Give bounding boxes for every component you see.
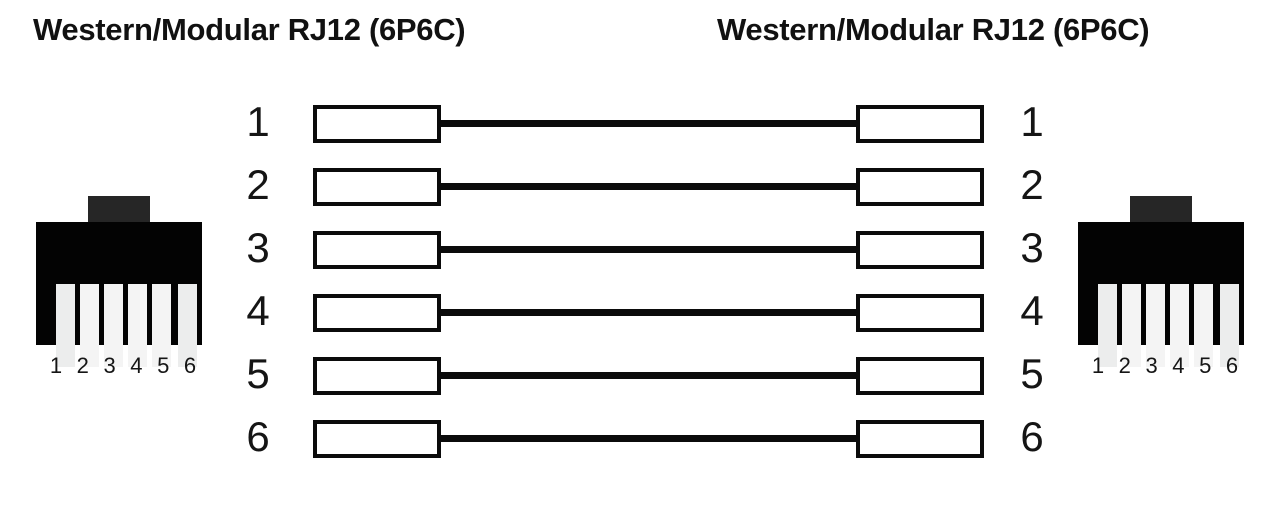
wire-row: 4 4 <box>0 287 1280 334</box>
connector-body <box>36 222 202 367</box>
wire-row-right-pin-number: 2 <box>1020 161 1044 208</box>
left-connector-pin-number-2: 2 <box>76 353 89 378</box>
wire-row-right-pin-box <box>856 420 984 458</box>
wire-row-left-pin-number: 1 <box>246 98 270 145</box>
wire-link <box>441 435 856 442</box>
right-connector-pin-slot-2 <box>1122 284 1141 367</box>
wire-row-right-pin-number: 1 <box>1020 98 1044 145</box>
wire-row-left-pin-box <box>313 168 441 206</box>
wire-row-right-pin-number: 6 <box>1020 413 1044 460</box>
connector-latch-tab-icon <box>88 196 150 223</box>
wire-row-left-pin-number: 3 <box>246 224 270 271</box>
wire-row: 5 5 <box>0 350 1280 397</box>
left-connector-pin-slot-3 <box>104 284 123 367</box>
right-connector-pin-number-4: 4 <box>1172 353 1185 378</box>
left-connector-pin-number-1: 1 <box>49 353 63 378</box>
wire-row-left-pin-box <box>313 105 441 143</box>
wire-row-right-pin-box <box>856 357 984 395</box>
wire-row-right-pin-box <box>856 168 984 206</box>
right-connector-pin-slot-6 <box>1220 284 1239 367</box>
wire-link <box>441 372 856 379</box>
left-rj12-connector: 1 2 3 4 5 6 <box>36 196 202 378</box>
right-connector-pin-number-2: 2 <box>1118 353 1131 378</box>
right-connector-title: Western/Modular RJ12 (6P6C) <box>717 12 1150 47</box>
left-connector-pin-slot-6 <box>178 284 197 367</box>
wire-row-left-pin-number: 2 <box>246 161 270 208</box>
wire-row: 3 3 <box>0 224 1280 271</box>
left-connector-pin-number-4: 4 <box>130 353 143 378</box>
right-connector-pin-slot-5 <box>1194 284 1213 367</box>
right-connector-pin-number-6: 6 <box>1225 353 1239 378</box>
wire-row-left-pin-box <box>313 294 441 332</box>
wire-row-right-pin-number: 4 <box>1020 287 1044 334</box>
wire-link <box>441 246 856 253</box>
right-rj12-connector: 1 2 3 4 5 6 <box>1078 196 1244 378</box>
left-connector-pin-slot-5 <box>152 284 171 367</box>
right-connector-pin-slot-4 <box>1170 284 1189 367</box>
wire-row: 6 6 <box>0 413 1280 460</box>
wire-row-right-pin-number: 5 <box>1020 350 1044 397</box>
right-connector-pin-number-1: 1 <box>1091 353 1105 378</box>
wire-row: 2 2 <box>0 161 1280 208</box>
wire-link <box>441 183 856 190</box>
left-connector-pin-number-3: 3 <box>103 353 116 378</box>
wire-row-right-pin-box <box>856 294 984 332</box>
connector-body <box>1078 222 1244 367</box>
wire-row-left-pin-number: 4 <box>246 287 270 334</box>
right-connector-pin-numbers: 1 2 3 4 5 6 <box>1090 353 1240 379</box>
wire-row-right-pin-number: 3 <box>1020 224 1044 271</box>
left-connector-pin-number-6: 6 <box>183 353 197 378</box>
wire-row: 1 1 <box>0 98 1280 145</box>
wire-row-left-pin-number: 5 <box>246 350 270 397</box>
right-connector-pin-slot-3 <box>1146 284 1165 367</box>
left-connector-title: Western/Modular RJ12 (6P6C) <box>33 12 466 47</box>
left-connector-pin-slot-4 <box>128 284 147 367</box>
left-connector-pin-number-5: 5 <box>157 353 170 378</box>
right-connector-pin-number-5: 5 <box>1199 353 1212 378</box>
connector-latch-tab-icon <box>1130 196 1192 223</box>
wire-row-left-pin-box <box>313 357 441 395</box>
wire-row-right-pin-box <box>856 231 984 269</box>
right-connector-pin-slot-1 <box>1098 284 1117 367</box>
wire-row-right-pin-box <box>856 105 984 143</box>
wire-row-left-pin-box <box>313 420 441 458</box>
wire-row-left-pin-number: 6 <box>246 413 270 460</box>
wire-row-left-pin-box <box>313 231 441 269</box>
left-connector-pin-slot-2 <box>80 284 99 367</box>
left-connector-pin-slot-1 <box>56 284 75 367</box>
wire-link <box>441 309 856 316</box>
right-connector-pin-number-3: 3 <box>1145 353 1158 378</box>
left-connector-pin-numbers: 1 2 3 4 5 6 <box>48 353 198 379</box>
wire-link <box>441 120 856 127</box>
